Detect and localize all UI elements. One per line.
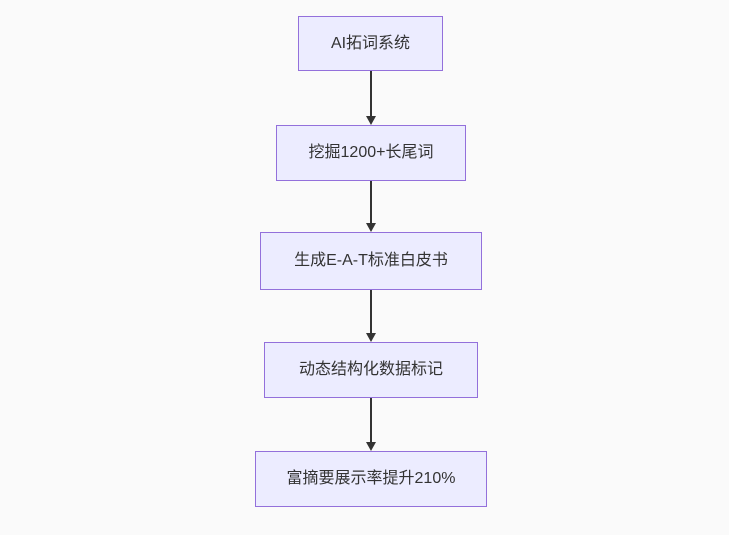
flowchart-node-rich-snippet-result: 富摘要展示率提升210% (255, 451, 487, 507)
arrow-line (370, 290, 372, 333)
flow-arrow-4 (365, 398, 377, 451)
flow-arrow-2 (365, 181, 377, 232)
node-label: 富摘要展示率提升210% (286, 470, 456, 488)
flowchart-node-ai-keyword-system: AI拓词系统 (298, 16, 443, 71)
flow-arrow-1 (365, 71, 377, 125)
node-label: 动态结构化数据标记 (298, 361, 443, 379)
flow-arrow-3 (365, 290, 377, 342)
flowchart-node-structured-data-markup: 动态结构化数据标记 (264, 342, 478, 398)
arrowhead-icon (366, 333, 376, 342)
arrow-line (370, 398, 372, 442)
node-label: 挖掘1200+长尾词 (308, 144, 434, 162)
arrow-line (370, 181, 372, 223)
flowchart-node-eat-whitepaper: 生成E-A-T标准白皮书 (260, 232, 482, 290)
arrowhead-icon (366, 116, 376, 125)
arrow-line (370, 71, 372, 116)
arrowhead-icon (366, 223, 376, 232)
node-label: AI拓词系统 (330, 34, 411, 52)
flowchart-node-longtail-mining: 挖掘1200+长尾词 (276, 125, 466, 181)
node-label: 生成E-A-T标准白皮书 (294, 252, 448, 270)
arrowhead-icon (366, 442, 376, 451)
